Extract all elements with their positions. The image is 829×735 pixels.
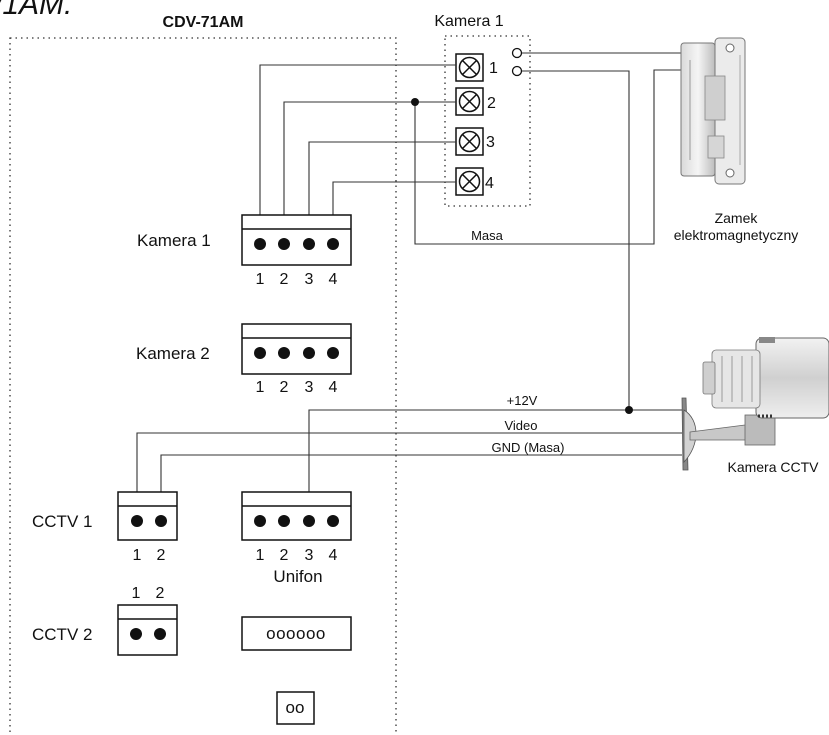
kamera2-pin-3: 3 <box>305 379 314 396</box>
camera-panel-terminal-2-label: 2 <box>487 95 496 112</box>
wire-label-video: Video <box>504 418 537 433</box>
header-fragment: /1AM. <box>0 0 72 21</box>
cctv2-connector <box>117 604 178 656</box>
cctv1-pin-2: 2 <box>157 547 166 564</box>
cctv1-pin-1: 1 <box>133 547 142 564</box>
cctv1-connector <box>117 491 178 541</box>
cctv2-pin-2: 2 <box>156 585 165 602</box>
junction-dot-masa <box>411 98 419 106</box>
lock-label-line2: elektromagnetyczny <box>674 227 799 243</box>
six-pin-socket-text: oooooo <box>266 624 326 643</box>
two-pin-socket <box>276 691 315 725</box>
camera-panel-terminal-4: 4 <box>455 167 494 196</box>
wire-label-gnd: GND (Masa) <box>492 440 565 455</box>
device-title: CDV-71AM <box>163 14 244 31</box>
kamera2-connector <box>241 323 352 375</box>
kamera1-connector <box>241 214 352 266</box>
cctv-camera-icon <box>681 337 829 471</box>
wire-label-masa: Masa <box>471 228 504 243</box>
kamera2-pin-4: 4 <box>329 379 338 396</box>
cctv1-label: CCTV 1 <box>32 512 92 531</box>
two-pin-socket-text: oo <box>286 698 305 717</box>
six-pin-socket <box>241 616 352 651</box>
camera-panel-outline <box>444 35 531 207</box>
cctv-camera-label: Kamera CCTV <box>727 459 819 475</box>
cctv2-label: CCTV 2 <box>32 625 92 644</box>
camera-panel-terminal-3: 3 <box>455 127 495 156</box>
unifon-connector <box>241 491 352 541</box>
cctv2-pin-1: 1 <box>132 585 141 602</box>
kamera1-pin-4: 4 <box>329 271 338 288</box>
lock-contact-2 <box>511 65 523 77</box>
electromagnetic-lock-icon <box>680 37 746 185</box>
device-outline <box>9 37 397 735</box>
kamera1-pin-3: 3 <box>305 271 314 288</box>
camera-panel-title: Kamera 1 <box>434 13 503 30</box>
kamera2-pin-2: 2 <box>280 379 289 396</box>
wires <box>136 52 688 532</box>
camera-panel-terminal-2: 2 <box>455 87 496 116</box>
kamera1-pin-2: 2 <box>280 271 289 288</box>
camera-panel-terminal-1-label: 1 <box>489 60 498 77</box>
unifon-pin-4: 4 <box>329 547 338 564</box>
kamera2-label: Kamera 2 <box>136 344 210 363</box>
kamera1-label: Kamera 1 <box>137 231 211 250</box>
lock-label-line1: Zamek <box>715 210 759 226</box>
kamera2-pin-1: 1 <box>256 379 265 396</box>
junction-dot-12v <box>625 406 633 414</box>
unifon-pin-1: 1 <box>256 547 265 564</box>
lock-contact-1 <box>511 47 523 59</box>
unifon-pin-3: 3 <box>305 547 314 564</box>
unifon-label: Unifon <box>273 567 322 586</box>
camera-panel-terminal-3-label: 3 <box>486 134 495 151</box>
camera-panel-terminal-4-label: 4 <box>485 175 494 192</box>
camera-panel-terminal-1: 1 <box>455 53 498 82</box>
kamera1-pin-1: 1 <box>256 271 265 288</box>
unifon-pin-2: 2 <box>280 547 289 564</box>
wire-label-12v: +12V <box>507 393 538 408</box>
